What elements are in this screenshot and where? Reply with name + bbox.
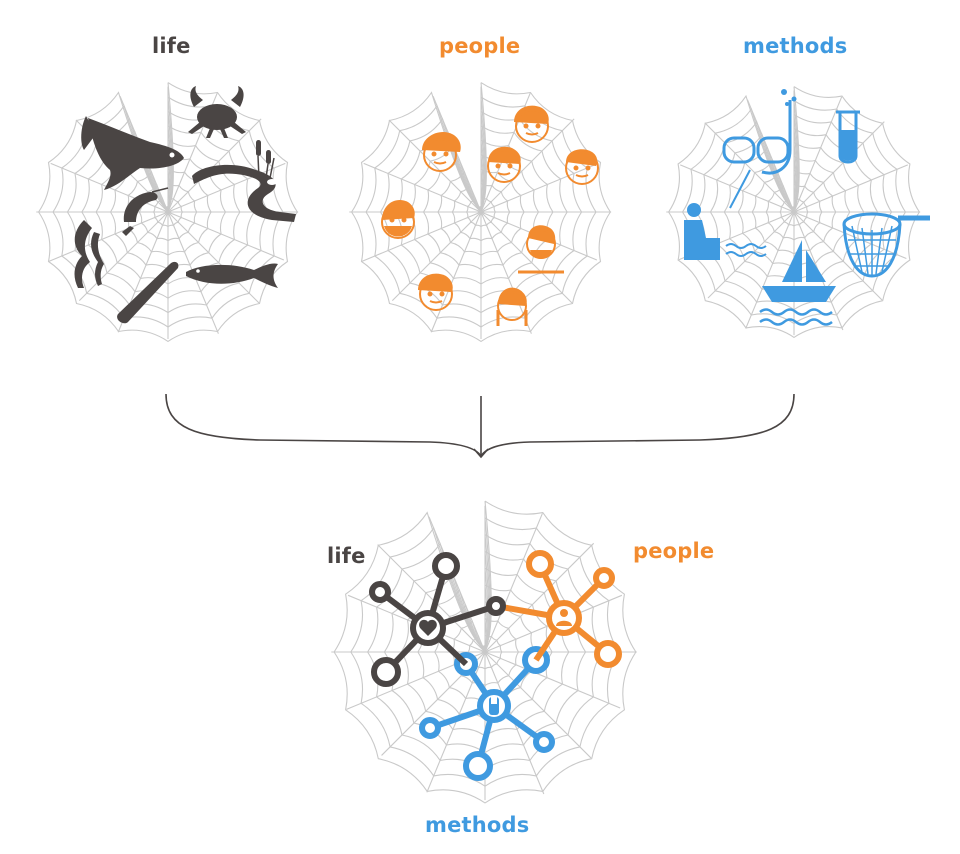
merge-connector (165, 393, 795, 459)
salmon-icon (186, 263, 278, 288)
shrimp-icon (122, 187, 169, 236)
face-icon (487, 146, 521, 183)
bubbles-icon (781, 89, 797, 106)
net-icon (842, 212, 930, 278)
methods-node (533, 731, 555, 753)
fisher-icon (684, 203, 720, 260)
methods-node (463, 751, 493, 781)
test-tube-icon (836, 110, 860, 164)
people-node (594, 640, 622, 668)
life-node (371, 657, 401, 687)
face-icon (422, 131, 461, 172)
combined-label-people: people (633, 539, 715, 563)
face-icon (496, 287, 528, 326)
heart-icon (419, 619, 437, 636)
face-icon (514, 105, 549, 143)
methods-node (419, 717, 441, 739)
person-icon (556, 609, 572, 626)
title-people: people (439, 34, 521, 58)
waves-icon (725, 243, 767, 257)
title-methods: methods (743, 34, 848, 58)
cattail-icon (256, 140, 275, 179)
people-node (526, 550, 554, 578)
snorkel-mask-icon (722, 100, 792, 209)
people-hub (546, 600, 582, 636)
seaweed-icon (74, 220, 104, 288)
face-icon (518, 225, 564, 274)
face-icon (565, 149, 599, 185)
combined-label-methods: methods (425, 813, 530, 837)
title-life: life (152, 34, 191, 58)
stick-icon (117, 261, 179, 324)
life-node (486, 596, 506, 616)
test-tube-icon (489, 697, 499, 715)
crab-icon (188, 86, 246, 138)
face-icon (381, 200, 415, 239)
people-node (593, 567, 615, 589)
sailboat-icon (759, 240, 836, 326)
fish-icon (81, 116, 184, 190)
life-node (369, 581, 391, 603)
life-node (432, 552, 460, 580)
river-icon (192, 164, 296, 222)
face-icon (418, 273, 453, 311)
combined-label-life: life (327, 544, 366, 568)
